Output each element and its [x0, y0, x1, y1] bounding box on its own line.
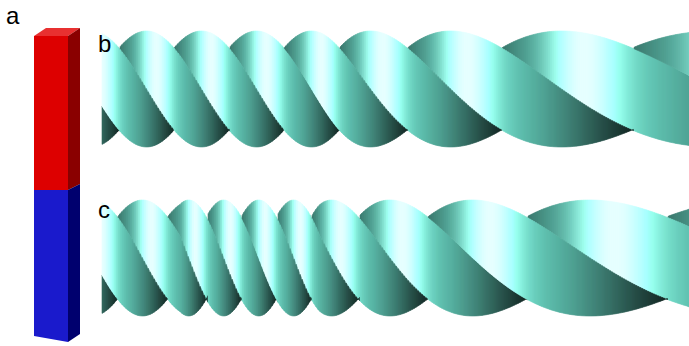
twisted-prism	[102, 200, 689, 316]
prism-face-strip	[688, 75, 689, 145]
prism-face-strip	[686, 225, 688, 306]
bar-red-front	[34, 36, 68, 190]
panel-label: b	[98, 32, 111, 56]
prism-face-strip	[688, 209, 689, 227]
prism-face-strip	[686, 210, 688, 226]
prism-face-strip	[688, 226, 689, 307]
magnet-bar	[34, 28, 80, 342]
panel-label: c	[98, 198, 110, 222]
bar-red-side	[68, 28, 80, 190]
bar-blue-side	[68, 184, 80, 342]
panel-label: a	[6, 4, 19, 28]
bar-blue-front	[34, 190, 68, 342]
twisted-prism	[102, 31, 689, 147]
prism-face-strip	[686, 74, 688, 145]
prism-face-strip	[688, 32, 689, 76]
